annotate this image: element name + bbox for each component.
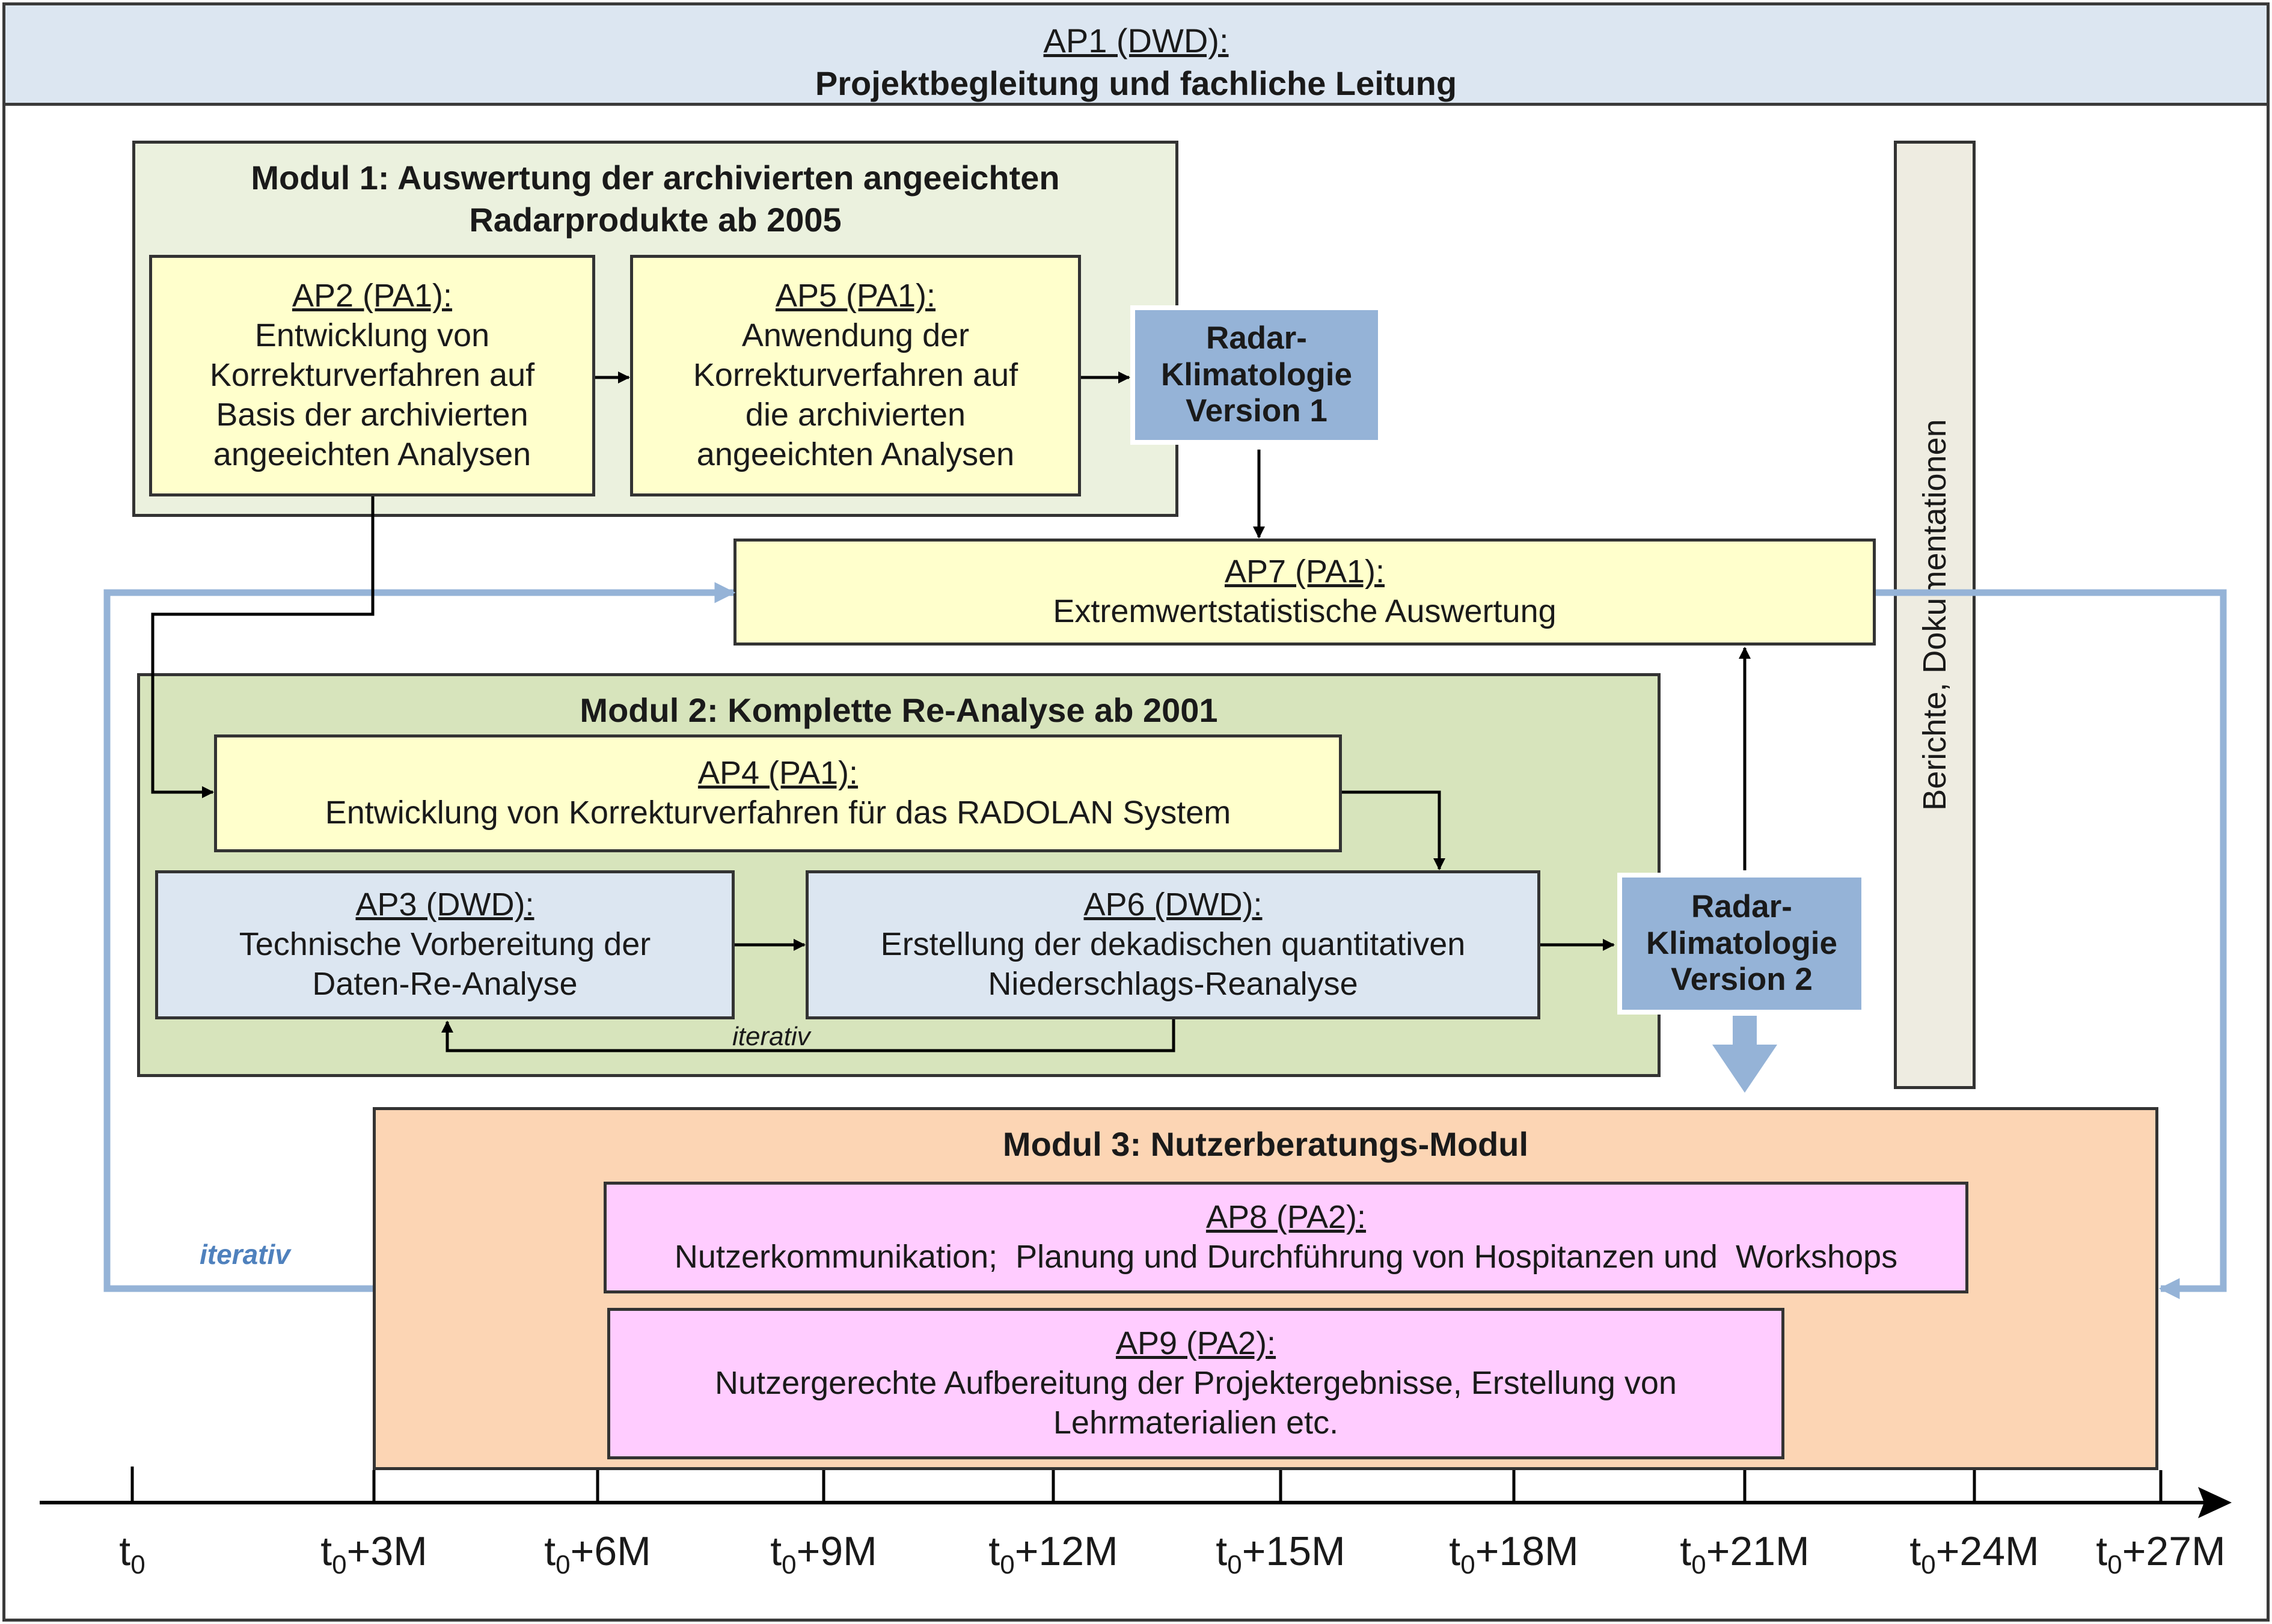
arrow-ap4-to-ap6: [1342, 790, 1445, 870]
ap7-box: AP7 (PA1): Extremwertstatistische Auswer…: [733, 539, 1876, 646]
iterative-loop-right: [1876, 589, 2227, 1299]
ap6-line: Erstellung der dekadischen quantitativen: [880, 926, 1466, 963]
ap9-line: Nutzergerechte Aufbereitung der Projekte…: [715, 1365, 1677, 1402]
ap8-box: AP8 (PA2): Nutzerkommunikation; Planung …: [604, 1182, 1968, 1293]
ap5-line: Anwendung der: [741, 317, 970, 354]
timeline-tick-label: t0+21M: [1680, 1528, 1810, 1580]
modul1-title-line1: Modul 1: Auswertung der archivierten ang…: [251, 159, 1060, 197]
ap2-line: Basis der archivierten: [216, 396, 528, 433]
timeline-tick-label: t0+18M: [1449, 1528, 1579, 1580]
timeline-arrowhead: [2198, 1487, 2232, 1518]
timeline-tick-label: t0+24M: [1909, 1528, 2039, 1580]
iterative-loop-left: [103, 582, 736, 1292]
timeline-tick-label: t0+6M: [544, 1528, 651, 1580]
modul2-title: Modul 2: Komplette Re-Analyse ab 2001: [580, 691, 1218, 729]
ap2-box: AP2 (PA1): Entwicklung von Korrekturverf…: [149, 255, 595, 496]
iterativ-loop-label: iterativ: [200, 1239, 290, 1270]
timeline-tick-label: t0+27M: [2096, 1528, 2226, 1580]
ap2-line: Entwicklung von: [254, 317, 490, 354]
ap8-title: AP8 (PA2):: [1205, 1199, 1367, 1236]
klimatologie-v2-box: Radar- Klimatologie Version 2: [1617, 873, 1866, 1015]
ap3-title: AP3 (DWD):: [355, 887, 534, 923]
timeline-ticks: [130, 1467, 2163, 1503]
klima1-line: Radar-: [1206, 320, 1307, 356]
ap2-title: AP2 (PA1):: [292, 278, 453, 314]
klima1-line: Klimatologie: [1160, 356, 1353, 392]
ap8-text: Nutzerkommunikation; Planung und Durchfü…: [674, 1239, 1898, 1275]
timeline-tick-label: t0: [119, 1528, 145, 1580]
ap3-box: AP3 (DWD): Technische Vorbereitung der D…: [155, 870, 735, 1019]
klima2-line: Radar-: [1691, 888, 1792, 924]
ap4-title: AP4 (PA1):: [697, 755, 859, 792]
ap9-line: Lehrmaterialien etc.: [1053, 1404, 1339, 1441]
ap6-box: AP6 (DWD): Erstellung der dekadischen qu…: [806, 870, 1540, 1019]
timeline-tick-label: t0+15M: [1216, 1528, 1346, 1580]
ap2-line: angeeichten Analysen: [213, 436, 531, 472]
ap4-box: AP4 (PA1): Entwicklung von Korrekturverf…: [214, 734, 1342, 852]
timeline-tick-label: t0+9M: [770, 1528, 877, 1580]
ap9-title: AP9 (PA2):: [1115, 1325, 1276, 1362]
ap5-line: angeeichten Analysen: [696, 436, 1015, 472]
ap7-title: AP7 (PA1):: [1224, 554, 1385, 590]
ap4-text: Entwicklung von Korrekturverfahren für d…: [325, 795, 1231, 831]
modul3-title: Modul 3: Nutzerberatungs-Modul: [1002, 1125, 1529, 1163]
ap6-line: Niederschlags-Reanalyse: [988, 965, 1358, 1002]
ap9-box: AP9 (PA2): Nutzergerechte Aufbereitung d…: [607, 1308, 1784, 1459]
klima2-line: Klimatologie: [1646, 925, 1838, 961]
klima1-line: Version 1: [1186, 393, 1327, 429]
ap5-line: Korrekturverfahren auf: [693, 357, 1018, 394]
timeline-tick-label: t0+12M: [988, 1528, 1118, 1580]
ap7-text: Extremwertstatistische Auswertung: [1053, 593, 1557, 629]
ap2-line: Korrekturverfahren auf: [209, 357, 535, 394]
ap5-box: AP5 (PA1): Anwendung der Korrekturverfah…: [630, 255, 1081, 496]
ap3-line: Daten-Re-Analyse: [312, 965, 578, 1002]
arrow-ap2-to-ap4: [151, 496, 375, 798]
ap5-line: die archivierten: [745, 396, 966, 433]
ap1-header: AP1 (DWD): Projektbegleitung und fachlic…: [2, 2, 2270, 106]
iterativ-inner-label: iterativ: [732, 1022, 810, 1051]
arrow-ap6-to-ap3-iterative: [441, 1019, 1175, 1052]
klimatologie-v1-box: Radar- Klimatologie Version 1: [1130, 305, 1383, 445]
timeline-tick-label: t0+3M: [320, 1528, 427, 1580]
ap1-subtitle: Projektbegleitung und fachliche Leitung: [815, 64, 1457, 102]
ap1-title: AP1 (DWD):: [1043, 22, 1229, 60]
ap5-title: AP5 (PA1):: [775, 278, 936, 314]
blockarrow-klima2-to-modul3: [1712, 1016, 1777, 1093]
ap3-line: Technische Vorbereitung der: [239, 926, 651, 963]
modul1-title-line2: Radarprodukte ab 2005: [469, 201, 842, 239]
klima2-line: Version 2: [1671, 962, 1813, 998]
ap6-title: AP6 (DWD):: [1083, 887, 1263, 923]
berichte-sidebar: Berichte, Dokumentationen: [1894, 141, 1976, 1089]
